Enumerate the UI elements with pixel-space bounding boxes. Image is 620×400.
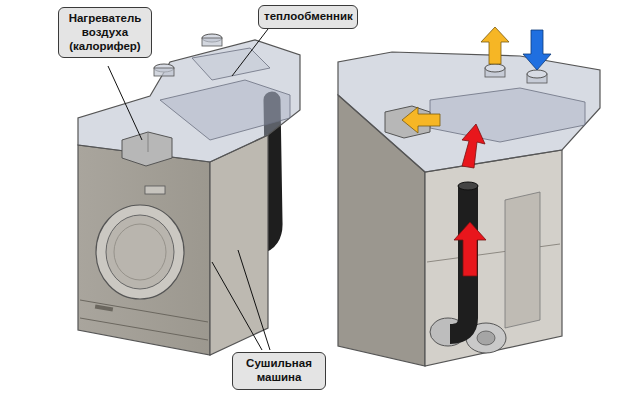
door-glass <box>106 215 174 289</box>
exchanger-core <box>160 80 290 140</box>
exhaust-air-arrow <box>481 27 509 64</box>
fresh-air-arrow <box>523 30 551 70</box>
exchanger-core <box>430 88 585 142</box>
leader-line <box>212 262 262 350</box>
drum-back <box>505 192 540 328</box>
heat-exchanger-housing <box>78 40 300 162</box>
label-text: Сушильная машина <box>238 357 320 385</box>
hot-air-arrow <box>462 124 485 168</box>
callout-label: Нагреватель воздуха (калорифер) <box>58 7 152 58</box>
panel-seam <box>80 318 208 340</box>
leader-line <box>238 250 270 350</box>
warm-air-arrow <box>402 107 440 133</box>
callout-label: теплообменник <box>258 5 358 29</box>
rear-panel-cutaway <box>425 150 562 366</box>
fan-hub <box>477 331 495 345</box>
front-panel <box>78 145 210 355</box>
panel-seam <box>80 300 208 322</box>
callout-label: Сушильная машина <box>232 352 326 390</box>
drawer-handle <box>95 304 113 311</box>
label-text: Нагреватель воздуха (калорифер) <box>64 12 146 53</box>
right-dryer <box>338 27 600 366</box>
door <box>96 205 184 299</box>
air-port <box>202 38 222 46</box>
exchanger-plate <box>192 48 270 80</box>
air-port <box>485 64 505 72</box>
air-port <box>527 70 547 78</box>
leader-line <box>108 66 142 140</box>
leader-line <box>232 29 268 76</box>
heater-edge <box>148 132 149 152</box>
hot-air-arrow <box>454 222 486 276</box>
left-dryer <box>78 34 300 355</box>
air-heater <box>122 132 172 166</box>
air-port <box>154 68 174 76</box>
side-panel <box>210 135 268 355</box>
heat-exchanger-housing <box>338 52 600 172</box>
control-panel <box>145 186 165 194</box>
duct-opening <box>458 182 478 190</box>
label-text: теплообменник <box>264 10 352 24</box>
door-ring <box>114 224 166 280</box>
